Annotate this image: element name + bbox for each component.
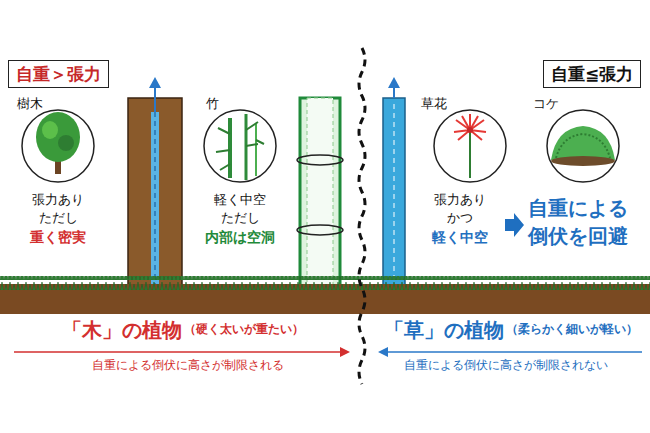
result-text: 倒伏を回避 xyxy=(528,224,628,248)
property-text: 軽く中空 xyxy=(214,192,266,208)
category-title: 「木」の植物 xyxy=(62,318,182,342)
property-text: 張力あり xyxy=(434,192,486,208)
condition-text: 自重＞張力 xyxy=(16,63,101,85)
tree-icon xyxy=(22,110,94,182)
condition-box: 自重＞張力 xyxy=(8,60,109,88)
category-note: 自重による倒伏に高さが制限される xyxy=(92,358,284,372)
range-arrow xyxy=(14,351,344,353)
bamboo-icon xyxy=(204,110,276,182)
result-text: 自重による xyxy=(528,196,628,220)
category-note: 自重による倒伏に高さが制限されない xyxy=(404,358,608,372)
plant-name: 竹 xyxy=(206,96,219,112)
herb-stem xyxy=(383,98,405,290)
plant-name: 樹木 xyxy=(17,96,43,112)
property-text: 張力あり xyxy=(32,192,84,208)
result-arrow xyxy=(505,213,524,237)
category-note: （柔らかく細いが軽い） xyxy=(506,322,638,336)
condition-text: 自重≦張力 xyxy=(551,63,633,85)
bamboo-stem xyxy=(300,98,340,290)
tension-arrow xyxy=(149,77,161,88)
range-arrow xyxy=(384,351,642,353)
property-text: ただし xyxy=(39,210,78,226)
property-text: 内部は空洞 xyxy=(205,229,275,246)
bamboo-node xyxy=(297,155,343,165)
tree-water-column xyxy=(151,112,159,290)
tension-arrow xyxy=(388,77,400,88)
bamboo-node xyxy=(297,225,343,235)
property-text: かつ xyxy=(447,210,473,226)
property-text: 重く密実 xyxy=(30,229,86,246)
property-text: 軽く中空 xyxy=(432,229,488,246)
condition-box: 自重≦張力 xyxy=(543,60,641,88)
moss-icon xyxy=(547,110,619,182)
plant-name: コケ xyxy=(533,96,559,112)
category-note: （硬く太いが重たい） xyxy=(184,322,304,336)
tree-trunk xyxy=(128,98,182,290)
category-title: 「草」の植物 xyxy=(384,318,504,342)
property-text: ただし xyxy=(221,210,260,226)
plant-name: 草花 xyxy=(421,96,447,112)
flower-icon xyxy=(434,110,506,182)
divider xyxy=(359,48,365,384)
grass xyxy=(0,276,650,290)
